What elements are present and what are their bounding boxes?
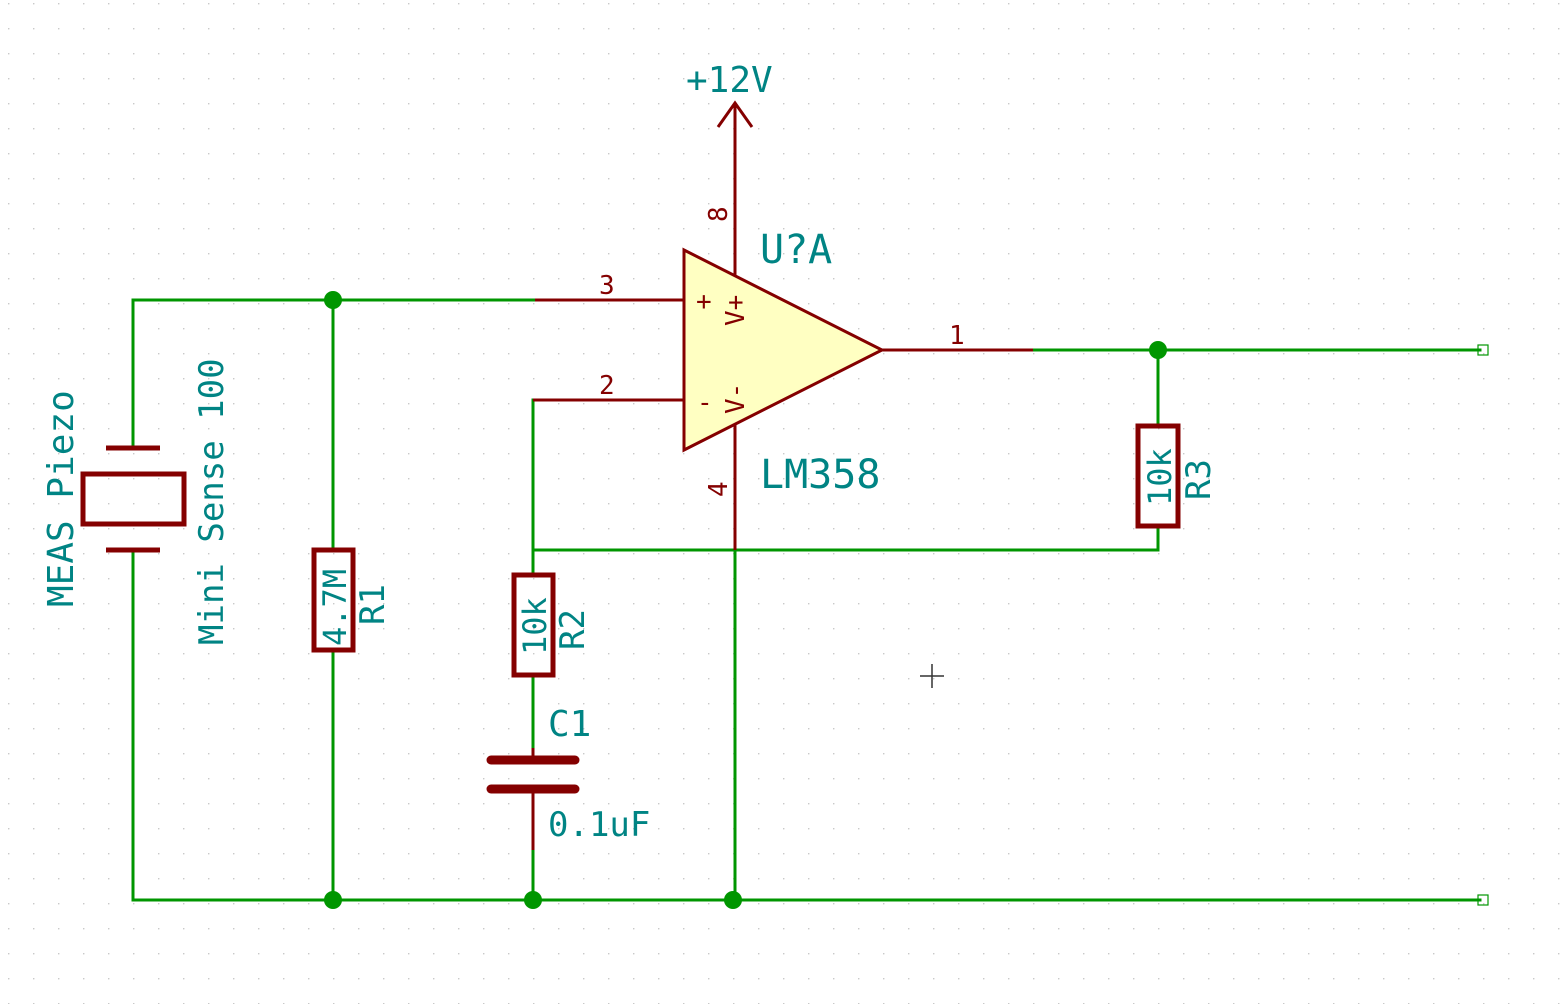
opamp-vminus-label: V- — [721, 383, 751, 414]
capacitor-c1[interactable] — [486, 748, 580, 850]
piezo-ref: MEAS Piezo — [41, 390, 82, 607]
output-terminal[interactable] — [1477, 344, 1489, 356]
c1-ref: C1 — [548, 704, 591, 745]
opamp-minus-sign: - — [697, 388, 713, 418]
r3-value: 10k — [1141, 448, 1179, 506]
pin-number-1: 1 — [949, 321, 965, 351]
opamp-symbol[interactable]: + - V+ V- 3 2 1 8 4 — [533, 100, 1033, 550]
junction-dot — [324, 291, 342, 309]
crosshair-cursor-icon — [920, 664, 944, 688]
pin-number-4: 4 — [704, 481, 734, 497]
r1-ref: R1 — [353, 584, 393, 625]
opamp-plus-sign: + — [696, 287, 712, 317]
resistor-body — [511, 572, 556, 678]
junction-dot — [1149, 341, 1167, 359]
opamp-triangle — [682, 247, 886, 453]
resistor-r2[interactable]: 10k — [511, 572, 556, 678]
r1-value: 4.7M — [316, 569, 354, 646]
pin-number-2: 2 — [599, 371, 615, 401]
junctions — [324, 291, 1167, 909]
r2-value: 10k — [516, 597, 554, 655]
resistor-r1[interactable]: 4.7M — [311, 547, 356, 653]
wires — [131, 298, 1482, 902]
ground-terminal[interactable] — [1477, 894, 1489, 906]
piezo-crystal — [80, 471, 187, 527]
opamp-value: LM358 — [760, 452, 880, 498]
piezo-symbol[interactable] — [80, 445, 187, 553]
opamp-ref: U?A — [760, 227, 832, 273]
opamp-vplus-label: V+ — [721, 295, 751, 326]
junction-dot — [524, 891, 542, 909]
resistor-body — [1135, 423, 1181, 529]
junction-dot — [724, 891, 742, 909]
r2-ref: R2 — [553, 609, 593, 650]
junction-dot — [324, 891, 342, 909]
r3-ref: R3 — [1179, 459, 1219, 500]
power-arrow-icon — [716, 100, 754, 128]
piezo-value: Mini Sense 100 — [192, 358, 232, 645]
resistor-body — [311, 547, 356, 653]
power-label: +12V — [686, 60, 773, 101]
resistor-r3[interactable]: 10k — [1135, 423, 1181, 529]
c1-value: 0.1uF — [548, 805, 650, 845]
pin-number-3: 3 — [599, 271, 615, 301]
pin-number-8: 8 — [704, 206, 734, 222]
